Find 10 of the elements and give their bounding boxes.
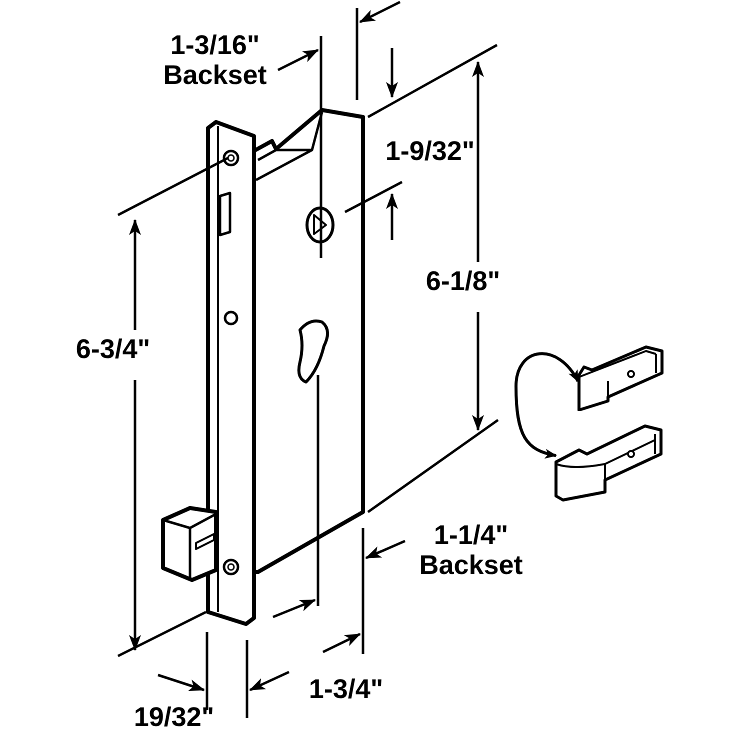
- dimension-label: 19/32": [132, 702, 216, 732]
- dimension-label: 1-9/32": [384, 136, 476, 166]
- dimension-label: 6-1/8": [424, 266, 502, 296]
- dimension-label: 6-3/4": [74, 334, 152, 364]
- dimension-label: 1-1/4" Backset: [418, 520, 524, 580]
- curved-arrow: [514, 352, 580, 458]
- latch-piece-drawing: [553, 422, 665, 502]
- latch-piece-drawing: [576, 345, 666, 411]
- dimension-label: 1-3/4": [308, 674, 384, 704]
- dimension-label: 1-3/16" Backset: [162, 30, 268, 90]
